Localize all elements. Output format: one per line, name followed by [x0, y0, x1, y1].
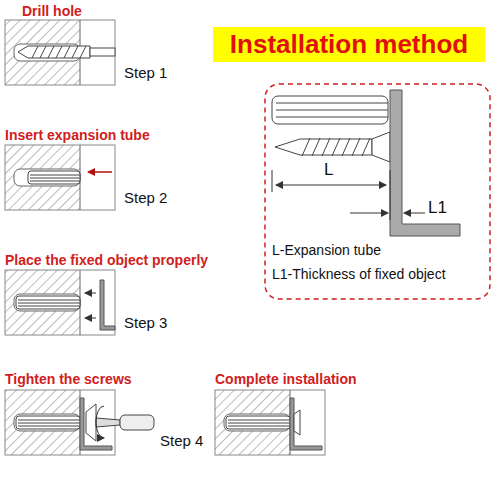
drawing-part — [226, 416, 290, 429]
detail-callout — [265, 84, 490, 299]
step1-panel — [5, 20, 115, 85]
legend-note: L-Expansion tube — [272, 242, 381, 258]
drawing-part — [18, 300, 80, 301]
drawing-part — [120, 415, 154, 430]
drawing-part — [276, 110, 388, 111]
drawing-part — [30, 175, 80, 181]
drawing-part — [215, 390, 290, 455]
drawing-part — [322, 138, 330, 156]
step-number: Step 4 — [160, 432, 203, 449]
drawing-part — [272, 96, 388, 124]
legend-note: L1-Thickness of fixed object — [272, 266, 446, 282]
drawing-part — [18, 306, 80, 307]
title-text: Installation method — [221, 29, 477, 60]
drawing-part — [64, 46, 70, 58]
drawing-part — [362, 138, 370, 156]
drawing-part — [276, 185, 386, 186]
drawing-part — [32, 46, 86, 58]
drawing-part — [32, 46, 38, 58]
drawing-part — [14, 414, 80, 431]
drawing-part — [224, 414, 290, 431]
drawing-part — [228, 426, 290, 427]
drawing-part — [85, 293, 96, 294]
drawing-part — [390, 90, 460, 236]
drawing-part — [16, 416, 80, 429]
drawing-part — [90, 48, 115, 56]
drawing-part — [18, 420, 80, 421]
drawing-part — [88, 171, 112, 173]
step-heading: Place the fixed object properly — [5, 252, 208, 268]
drawing-part — [18, 420, 80, 426]
drawing-part — [30, 181, 80, 182]
step4-panel — [5, 390, 154, 455]
drawing-part — [16, 296, 80, 309]
drawing-part — [56, 46, 62, 58]
drawing-part — [18, 426, 80, 427]
drawing-part — [276, 103, 388, 104]
drawing-part — [352, 138, 360, 156]
drawing-part — [228, 420, 290, 426]
step-heading: Tighten the screws — [5, 371, 132, 387]
drawing-part — [80, 46, 86, 58]
drawing-part — [265, 84, 490, 299]
dimension-label: L1 — [428, 198, 447, 218]
drawing-part — [332, 138, 340, 156]
step-heading: Drill hole — [22, 3, 82, 19]
drawing-part — [86, 404, 96, 441]
drawing-part — [14, 169, 80, 186]
dimension-label: L — [324, 160, 333, 180]
drawing-part — [5, 270, 80, 335]
drawing-part — [272, 170, 273, 192]
drawing-part — [18, 303, 80, 304]
drawing-part — [100, 280, 115, 330]
title-banner: Installation method — [213, 27, 485, 62]
step2-panel — [5, 145, 115, 210]
drawing-part — [14, 294, 80, 311]
drawing-part — [390, 170, 391, 220]
drawing-part — [18, 423, 80, 424]
drawing-part — [5, 145, 115, 210]
drawing-part — [228, 423, 290, 424]
drawing-part — [350, 213, 388, 214]
drawing-part — [404, 213, 425, 214]
drawing-part — [5, 145, 80, 210]
drawing-part — [215, 390, 325, 455]
drawing-part — [342, 138, 350, 156]
step-heading: Complete installation — [215, 371, 357, 387]
drawing-part — [28, 171, 80, 184]
drawing-part — [276, 103, 388, 117]
drawing-part — [302, 138, 310, 156]
drawing-part — [30, 178, 80, 179]
drawing-part — [5, 20, 115, 85]
drawing-part — [96, 406, 104, 438]
drawing-part — [72, 46, 78, 58]
drawing-part — [40, 46, 46, 58]
drawing-part — [302, 138, 370, 156]
complete-panel — [215, 390, 325, 455]
drawing-part — [85, 318, 96, 319]
drawing-part — [275, 139, 372, 155]
drawing-part — [294, 410, 300, 435]
drawing-part — [372, 132, 390, 162]
step3-panel — [5, 270, 115, 335]
drawing-part — [228, 420, 290, 421]
drawing-part — [5, 270, 115, 335]
step-number: Step 3 — [124, 314, 167, 331]
drawing-part — [48, 46, 54, 58]
drawing-part — [312, 138, 320, 156]
step-number: Step 1 — [124, 64, 167, 81]
drawing-part — [18, 46, 90, 58]
step-number: Step 2 — [124, 189, 167, 206]
drawing-part — [5, 390, 80, 455]
drawing-part — [96, 418, 120, 427]
drawing-part — [18, 300, 80, 306]
drawing-part — [276, 117, 388, 118]
drawing-part — [30, 175, 80, 176]
step-heading: Insert expansion tube — [5, 127, 150, 143]
drawing-part — [290, 398, 322, 450]
